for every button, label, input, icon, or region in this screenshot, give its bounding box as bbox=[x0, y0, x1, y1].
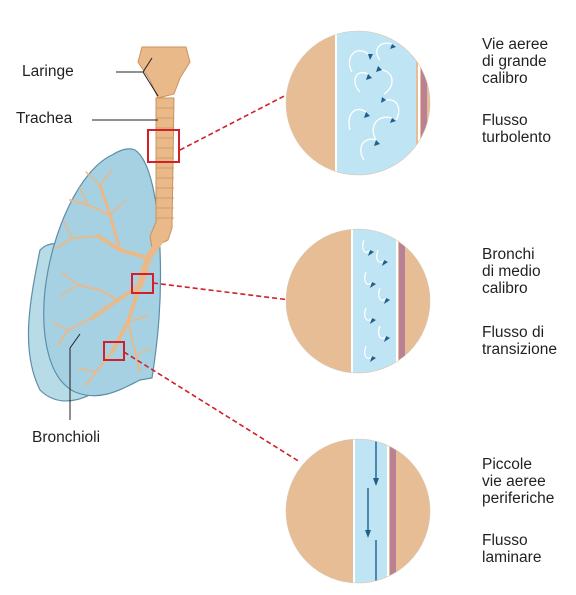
label-bronchioles: Bronchioli bbox=[32, 429, 100, 446]
panel-small-airways bbox=[286, 439, 430, 590]
panel-2-flow-label: Flusso di transizione bbox=[482, 324, 557, 358]
label-trachea: Trachea bbox=[16, 110, 72, 127]
panel-2-airway-label: Bronchi di medio calibro bbox=[482, 246, 541, 297]
panel-large-airway bbox=[286, 31, 430, 175]
panel-3-airway-label: Piccole vie aeree periferiche bbox=[482, 456, 554, 507]
larynx-shape bbox=[138, 47, 190, 98]
label-larynx: Laringe bbox=[22, 63, 74, 80]
panel-3-flow-label: Flusso laminare bbox=[482, 532, 541, 566]
panel-1-flow-label: Flusso turbolento bbox=[482, 112, 551, 146]
panel-1-airway-label: Vie aeree di grande calibro bbox=[482, 36, 548, 87]
panel-medium-bronchi bbox=[286, 229, 430, 373]
